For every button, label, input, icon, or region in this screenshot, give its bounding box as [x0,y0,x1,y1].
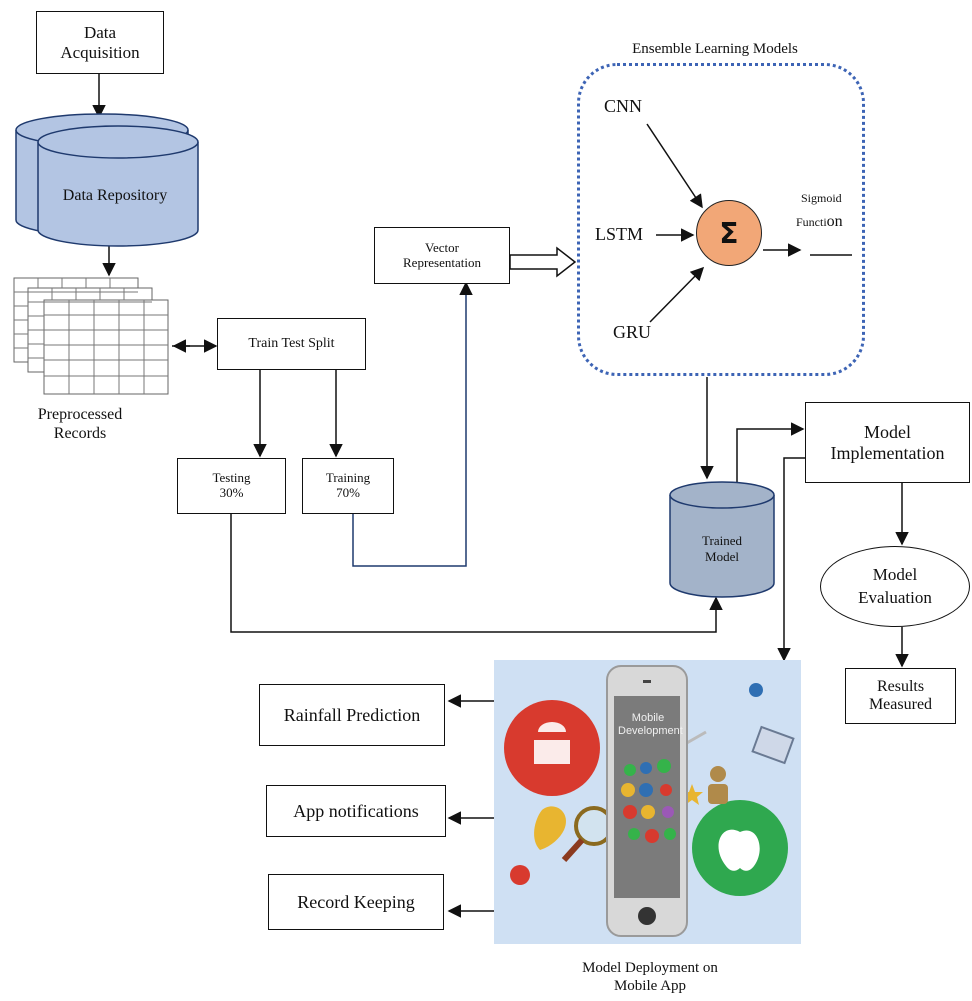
play-icon [510,865,530,885]
sigmoid-label-1: Sigmoid [801,191,842,205]
sigmoid-label-2: Functi [796,215,827,229]
trained-model-label: Trained Model [702,533,742,564]
testing-label: Testing 30% [212,470,251,500]
gear-icon [749,683,763,697]
lstm-label: LSTM [595,224,644,244]
train-test-split-box: Train Test Split [217,318,366,370]
preprocessed-records-label: Preprocessed Records [37,406,123,443]
app-notifications-label: App notifications [293,800,419,821]
vector-representation-box: Vector Representation [374,227,510,284]
record-keeping-label: Record Keeping [297,891,415,912]
train-test-split-label: Train Test Split [248,335,335,351]
person-icon [710,766,726,782]
results-measured-label: Results Measured [868,677,933,713]
gru-label: GRU [613,322,652,342]
testing-box: Testing 30% [177,458,286,514]
mobile-app-illustration: Mobile Development [494,660,801,944]
model-deployment-label: Model Deployment on Mobile App [582,960,718,994]
model-implementation-label: Model Implementation [830,421,945,463]
data-acquisition-label: Data Acquisition [60,22,140,62]
vector-representation-label: Vector Representation [403,239,481,270]
data-repository-label: Data Repository [62,187,168,204]
model-implementation-box: Model Implementation [805,402,970,483]
record-keeping-box: Record Keeping [268,874,444,930]
phone-home-button [638,907,656,925]
arrow-training-to-vector [352,281,473,567]
phone-handset-icon [534,806,566,850]
summation-node: Σ [696,200,762,266]
arrow-cnn-to-sigma [646,123,703,209]
trained-model-icon [669,481,775,598]
preprocessed-records-icon [13,277,169,395]
training-box: Training 70% [302,458,394,514]
rainfall-prediction-label: Rainfall Prediction [283,704,421,725]
data-repository-icon [15,113,199,247]
phone-screen-title: Mobile Development [618,712,683,738]
envelope-icon [751,725,795,765]
sigma-icon: Σ [719,216,739,250]
ensemble-title: Ensemble Learning Models [632,41,798,57]
app-notifications-box: App notifications [266,785,446,837]
training-label: Training 70% [325,470,371,500]
rainfall-prediction-box: Rainfall Prediction [259,684,445,746]
arrow-gru-to-sigma [649,266,705,323]
sigmoid-label-3: on [826,213,843,230]
hollow-arrow-vector-to-ensemble [509,246,577,278]
model-evaluation-ellipse: Model Evaluation [820,546,970,627]
arrow-testing-to-trained-model [230,513,723,633]
mobile-app-artwork [504,665,795,937]
arrow-implementation-to-app [777,457,806,662]
phone-screen [614,696,680,898]
results-measured-box: Results Measured [845,668,956,724]
sigmoid-function-label: Function [796,212,843,231]
data-acquisition-box: Data Acquisition [36,11,164,74]
model-evaluation-label: Model Evaluation [858,565,932,607]
cnn-label: CNN [604,96,643,116]
ensemble-container [577,63,865,376]
arrow-trained-model-to-implementation [736,422,805,490]
